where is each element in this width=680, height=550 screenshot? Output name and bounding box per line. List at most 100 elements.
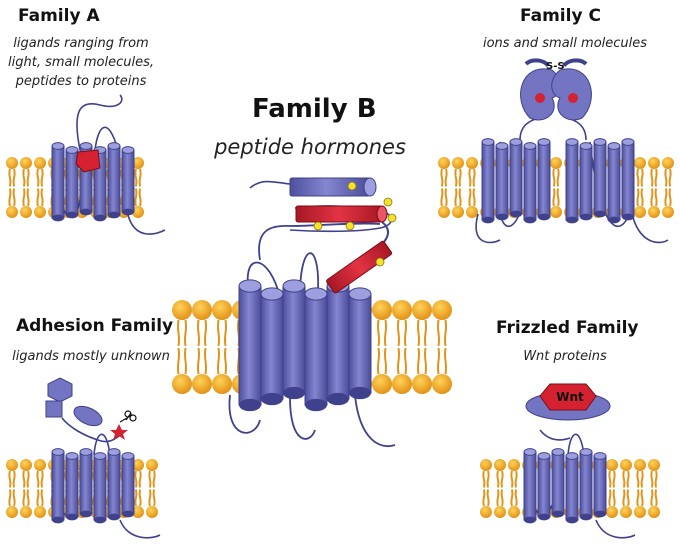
lipid-tail [556,188,560,207]
helix-body [121,149,135,213]
lipid-tail [436,347,441,375]
lipid-tail [203,347,208,375]
lipid-head [192,374,212,394]
lipid-head [438,206,450,218]
lipid-tail [510,470,514,488]
helix-bottom [538,213,550,221]
lipid-head [432,300,452,320]
lipid-tail [454,188,458,207]
lipid-tail [416,319,421,347]
lipid-tail [444,168,448,187]
helix-body [121,455,135,515]
adhesion-family-title: Adhesion Family [16,316,174,336]
helix-bottom [594,210,606,218]
lipid-tail [458,168,462,187]
frizzled-helix [523,448,537,524]
lipid-tail [654,168,658,187]
lipid-tail [514,470,518,488]
helix-body [579,451,593,518]
frizzled-helix [537,452,551,521]
lipid-tail [510,489,514,507]
family-c-helix-left [509,138,523,218]
lipid-tail [640,489,644,507]
lipid-head [508,506,520,518]
lipid-tail [26,489,30,507]
lipid-tail [26,188,30,207]
helix-top [107,142,121,150]
disulfide-bond-label: S-S [546,61,565,72]
lipid-tail [183,319,188,347]
helix-bottom [594,510,606,518]
family-b-subtitle: peptide hormones [200,134,420,160]
ligands [45,58,611,440]
family-b-contact-residue [383,197,393,207]
helix-body [238,285,262,406]
family-a-helix [65,146,79,219]
family-a-subtitle-line-1: ligands ranging from [13,36,149,51]
lipid-tail [482,489,486,507]
lipid-head [432,374,452,394]
lipid-tail [443,319,448,347]
lipid-tail [223,319,228,347]
lipid-tail [640,168,644,187]
lipid-head [6,157,18,169]
helix-top [551,448,565,456]
lipid-tail [552,168,556,187]
lipid-tail [8,188,12,207]
lipid-tail [608,470,612,488]
family-b-helix [238,279,262,412]
adhesion-cleavage-site-star [110,424,128,440]
lipid-tail [468,188,472,207]
family-c-helix-right [565,138,579,224]
helix-body [565,455,579,521]
helix-bottom [283,386,305,400]
helix-bottom [80,510,92,518]
helix-top [565,452,579,460]
frizzled-helix [565,452,579,524]
lipid-tail [40,168,44,187]
lipid-tail [636,188,640,207]
lipid-tail [514,489,518,507]
lipid-head [132,157,144,169]
lipid-tail [138,470,142,488]
lipid-tail [472,168,476,187]
helix-bottom [608,216,620,224]
lipid-head [634,459,646,471]
lipid-tail [40,188,44,207]
helix-bottom [538,513,550,521]
lipid-head [34,157,46,169]
lipid-tail [138,188,142,207]
lipid-tail [176,319,181,347]
helix-bottom [94,214,106,222]
family-b-peptide-helix-2-group [326,240,393,294]
lipid-tail [216,347,221,375]
lipid-head [606,506,618,518]
family-c-subtitle-line-1: ions and small molecules [482,36,648,51]
helix-top [79,142,93,150]
lipid-tail [134,188,138,207]
lipid-tail [12,188,16,207]
family-c-helix-right [607,142,621,224]
family-a-subtitle-line-2: light, small molecules, [8,55,154,70]
adhesion-helix [93,452,107,524]
family-b-peptide-helix-1 [295,205,383,223]
family-c-linkers [519,117,587,141]
family-b-helix [348,287,372,400]
lipid-head [634,206,646,218]
lipid-tail [36,188,40,207]
lipid-head [132,506,144,518]
family-b-peptide-helix-1-end [376,205,388,223]
helix-top [121,146,135,154]
family-b-ecd-helix [289,177,371,197]
lipid-head [620,506,632,518]
lipid-head [6,459,18,471]
lipid-tail [482,470,486,488]
lipid-tail [440,168,444,187]
lipid-tail [376,347,381,375]
family-c-ion-left [535,93,545,103]
lipid-tail [626,489,630,507]
lipid-tail [622,470,626,488]
lipid-head [34,206,46,218]
frizzled-family-subtitle-line-1: Wnt proteins [523,349,607,364]
